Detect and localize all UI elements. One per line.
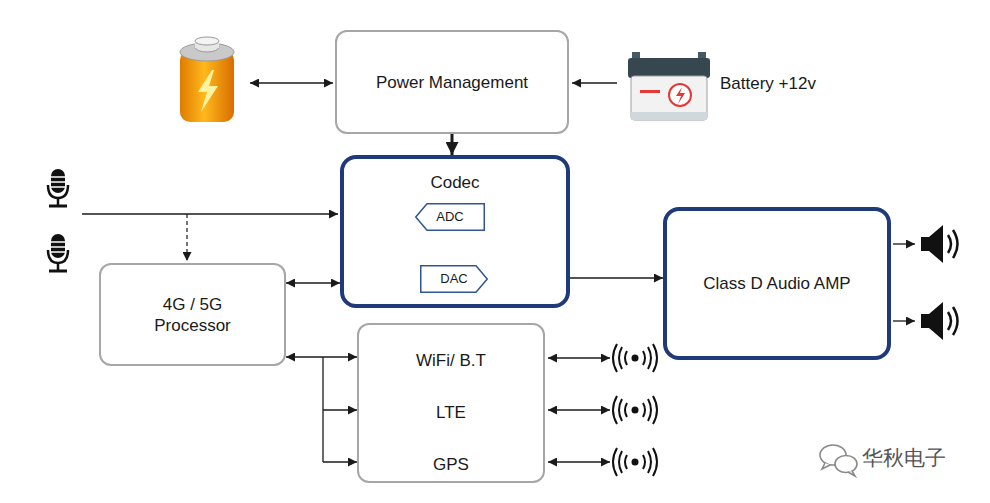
speaker-icon-part <box>948 235 951 253</box>
wireless-box: WiFi/ B.T LTE GPS <box>357 323 545 483</box>
car-battery-link <box>572 82 617 83</box>
antenna-link <box>548 461 610 462</box>
car-battery-icon-part <box>631 112 707 120</box>
speaker-link <box>893 320 915 321</box>
antenna-icon-part <box>632 459 639 466</box>
node-text: 4G / 5G Processor <box>137 294 249 336</box>
adc-block-shape <box>416 204 485 231</box>
antenna-icon-part <box>613 448 657 476</box>
connector <box>286 357 357 462</box>
node-text: WiFi/ B.T <box>416 350 486 371</box>
microphone-icon-part <box>48 250 68 263</box>
antenna-icon-part <box>613 344 657 372</box>
microphone-icon-part <box>57 263 60 270</box>
connector <box>452 134 453 155</box>
dac-block-shape <box>421 266 488 293</box>
connector-line <box>323 461 357 462</box>
microphone-icon <box>48 169 68 206</box>
antenna-link <box>548 357 610 358</box>
speaker-icon-part <box>953 307 958 335</box>
power-management-box: Power Management <box>335 30 569 134</box>
battery-icon <box>180 37 234 122</box>
speaker-icon-part <box>921 314 929 328</box>
codec-box: CodecADC DAC <box>340 155 570 308</box>
connector-line <box>286 282 340 283</box>
battery-label: Battery +12v <box>720 73 816 94</box>
connector-line <box>323 409 357 410</box>
car-battery-icon-part <box>640 90 660 93</box>
connector <box>570 278 663 279</box>
antenna-icon <box>613 344 657 372</box>
node-text: ADC <box>436 209 463 225</box>
car-battery-icon-part <box>628 58 710 78</box>
node-text: Codec <box>430 172 479 193</box>
microphone-icon-part <box>51 241 65 243</box>
watermark: 华秋电子 <box>862 447 946 468</box>
battery-link <box>250 82 333 83</box>
microphone-icon-part <box>51 176 65 178</box>
antenna-icon-part <box>632 355 639 362</box>
antenna-link <box>548 409 610 410</box>
node-text: Power Management <box>376 72 528 93</box>
wechat-icon-part <box>835 456 857 473</box>
microphone-icon-part <box>51 186 65 188</box>
antenna-icon <box>613 448 657 476</box>
adc-block: ADC <box>415 203 485 231</box>
node-text: LTE <box>436 402 466 423</box>
node-text: DAC <box>440 271 467 287</box>
dac-block: DAC <box>420 265 488 293</box>
node-text: Class D Audio AMP <box>703 273 850 294</box>
microphone-icon-part <box>51 251 65 253</box>
car-battery-icon-part <box>631 76 707 120</box>
microphone-icon-part <box>51 246 65 248</box>
microphone-icon <box>48 234 68 271</box>
car-battery-icon-part <box>669 84 691 106</box>
microphone-icon-part <box>51 234 65 258</box>
speaker-icon-part <box>921 237 929 251</box>
microphone-icon-part <box>49 270 67 273</box>
speaker-icon-part <box>929 225 943 263</box>
connector-line <box>570 277 663 278</box>
speaker-link <box>893 243 915 244</box>
speaker-icon-part <box>929 302 943 340</box>
mic-signal-line <box>82 213 338 214</box>
microphone-icon-part <box>48 185 68 198</box>
battery-icon-part <box>195 37 219 45</box>
speaker-icon <box>921 302 958 340</box>
antenna-icon-part <box>613 396 657 424</box>
mic-dashed-line <box>186 214 187 261</box>
speaker-icon-part <box>948 312 951 330</box>
car-battery-icon <box>628 52 710 120</box>
microphone-icon-part <box>57 198 60 205</box>
antenna-icon-part <box>632 407 639 414</box>
wechat-icon-part <box>822 463 830 469</box>
microphone-icon-part <box>49 205 67 208</box>
microphone-icon-part <box>51 181 65 183</box>
processor-box: 4G / 5G Processor <box>99 263 286 366</box>
node-text: GPS <box>433 454 469 475</box>
microphone-icon-part <box>51 169 65 193</box>
connector-line <box>451 134 454 155</box>
speaker-icon <box>921 225 958 263</box>
car-battery-icon-part <box>676 87 685 104</box>
amplifier-box: Class D Audio AMP <box>663 207 891 360</box>
connector-line <box>286 356 357 357</box>
connector <box>286 283 340 284</box>
speaker-icon-part <box>953 230 958 258</box>
battery-icon-part <box>198 70 218 112</box>
antenna-icon <box>613 396 657 424</box>
wechat-icon <box>820 445 857 476</box>
wechat-icon-part <box>848 471 855 476</box>
